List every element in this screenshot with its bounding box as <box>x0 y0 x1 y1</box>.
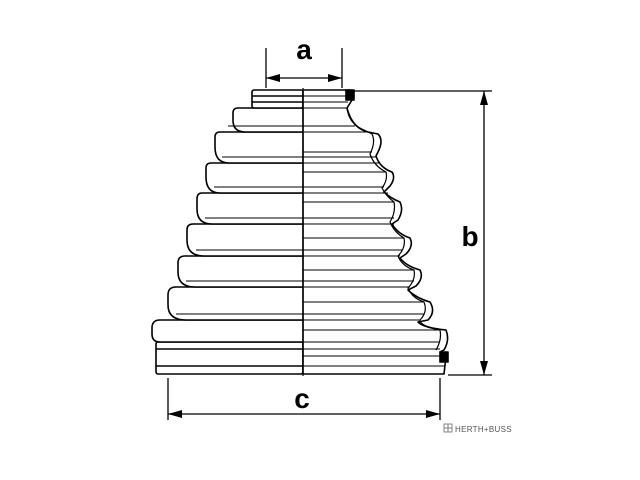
dimension-c-label: c <box>294 383 310 414</box>
bottom-flange-tab <box>439 351 449 363</box>
boot-body <box>151 88 449 376</box>
dimension-b-label: b <box>461 221 478 252</box>
fold-left-1 <box>151 319 303 343</box>
dimension-a <box>265 48 343 88</box>
section-outline <box>302 89 449 375</box>
brand-logo-icon <box>443 423 453 433</box>
brand-watermark: HERTH+BUSS <box>443 423 512 434</box>
dimension-c-arrow-left <box>168 410 182 418</box>
fold-left-2 <box>167 286 303 321</box>
dimension-c-arrow-right <box>426 410 440 418</box>
fold-left-8 <box>232 107 303 133</box>
top-flange-tab <box>345 89 355 101</box>
dimension-c <box>167 378 441 420</box>
dimension-b-arrow-bottom <box>480 361 488 375</box>
bottom-collar-left <box>155 341 304 375</box>
dimension-a-arrow-right <box>328 74 342 82</box>
fold-left-4 <box>186 223 303 257</box>
dimension-b-arrow-top <box>480 91 488 105</box>
fold-left-5 <box>196 192 303 225</box>
boot-right-section <box>302 89 449 375</box>
dimension-a-label: a <box>296 34 312 65</box>
boot-left-exterior <box>151 89 304 375</box>
dimension-b <box>352 90 492 376</box>
fold-left-6 <box>205 162 303 194</box>
fold-left-7 <box>214 131 303 164</box>
brand-watermark-text: HERTH+BUSS <box>455 425 512 434</box>
dimension-a-arrow-left <box>266 74 280 82</box>
top-collar-left <box>251 89 304 109</box>
fold-left-3 <box>177 255 303 288</box>
